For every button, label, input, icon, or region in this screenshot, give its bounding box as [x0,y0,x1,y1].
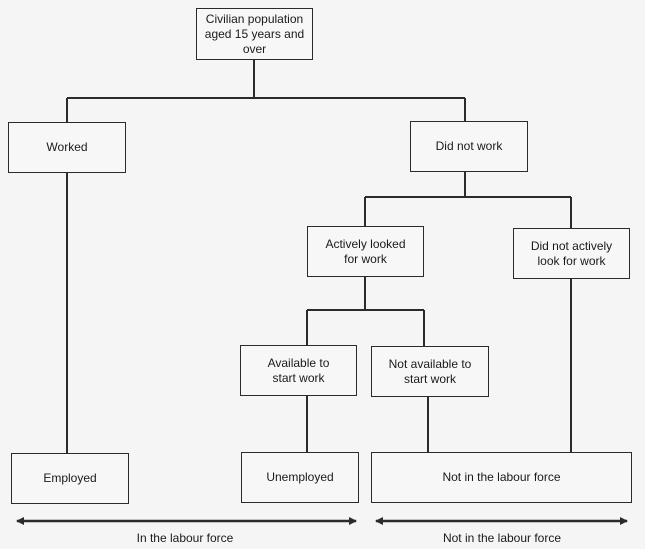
node-unemployed: Unemployed [241,452,359,503]
node-civilian-population: Civilian population aged 15 years and ov… [196,8,313,60]
node-not-available: Not available to start work [371,346,489,397]
node-worked-label: Worked [46,140,88,154]
node-did-not-actively-look-label: Did not actively look for work [530,238,613,268]
node-did-not-work: Did not work [410,121,528,172]
node-not-in-labour-force-label: Not in the labour force [442,470,561,484]
node-civilian-population-label: Civilian population aged 15 years and ov… [204,11,305,56]
connector-actively-looked-split [306,276,425,347]
node-actively-looked: Actively looked for work [307,226,424,277]
node-available: Available to start work [240,345,357,396]
node-not-available-label: Not available to start work [388,356,472,386]
connector-did-not-work-split [364,172,572,229]
node-unemployed-label: Unemployed [266,470,334,484]
not-in-labour-force-axis-label: Not in the labour force [442,531,562,545]
in-labour-force-label: In the labour force [136,531,234,545]
node-did-not-work-label: Did not work [435,139,503,153]
node-did-not-actively-look: Did not actively look for work [513,228,630,279]
connector-population-split [66,60,466,123]
node-actively-looked-label: Actively looked for work [325,236,406,266]
node-worked: Worked [8,122,126,173]
node-employed-label: Employed [43,471,97,485]
node-employed: Employed [11,453,129,504]
node-available-label: Available to start work [267,355,330,385]
node-not-in-labour-force: Not in the labour force [371,452,632,503]
